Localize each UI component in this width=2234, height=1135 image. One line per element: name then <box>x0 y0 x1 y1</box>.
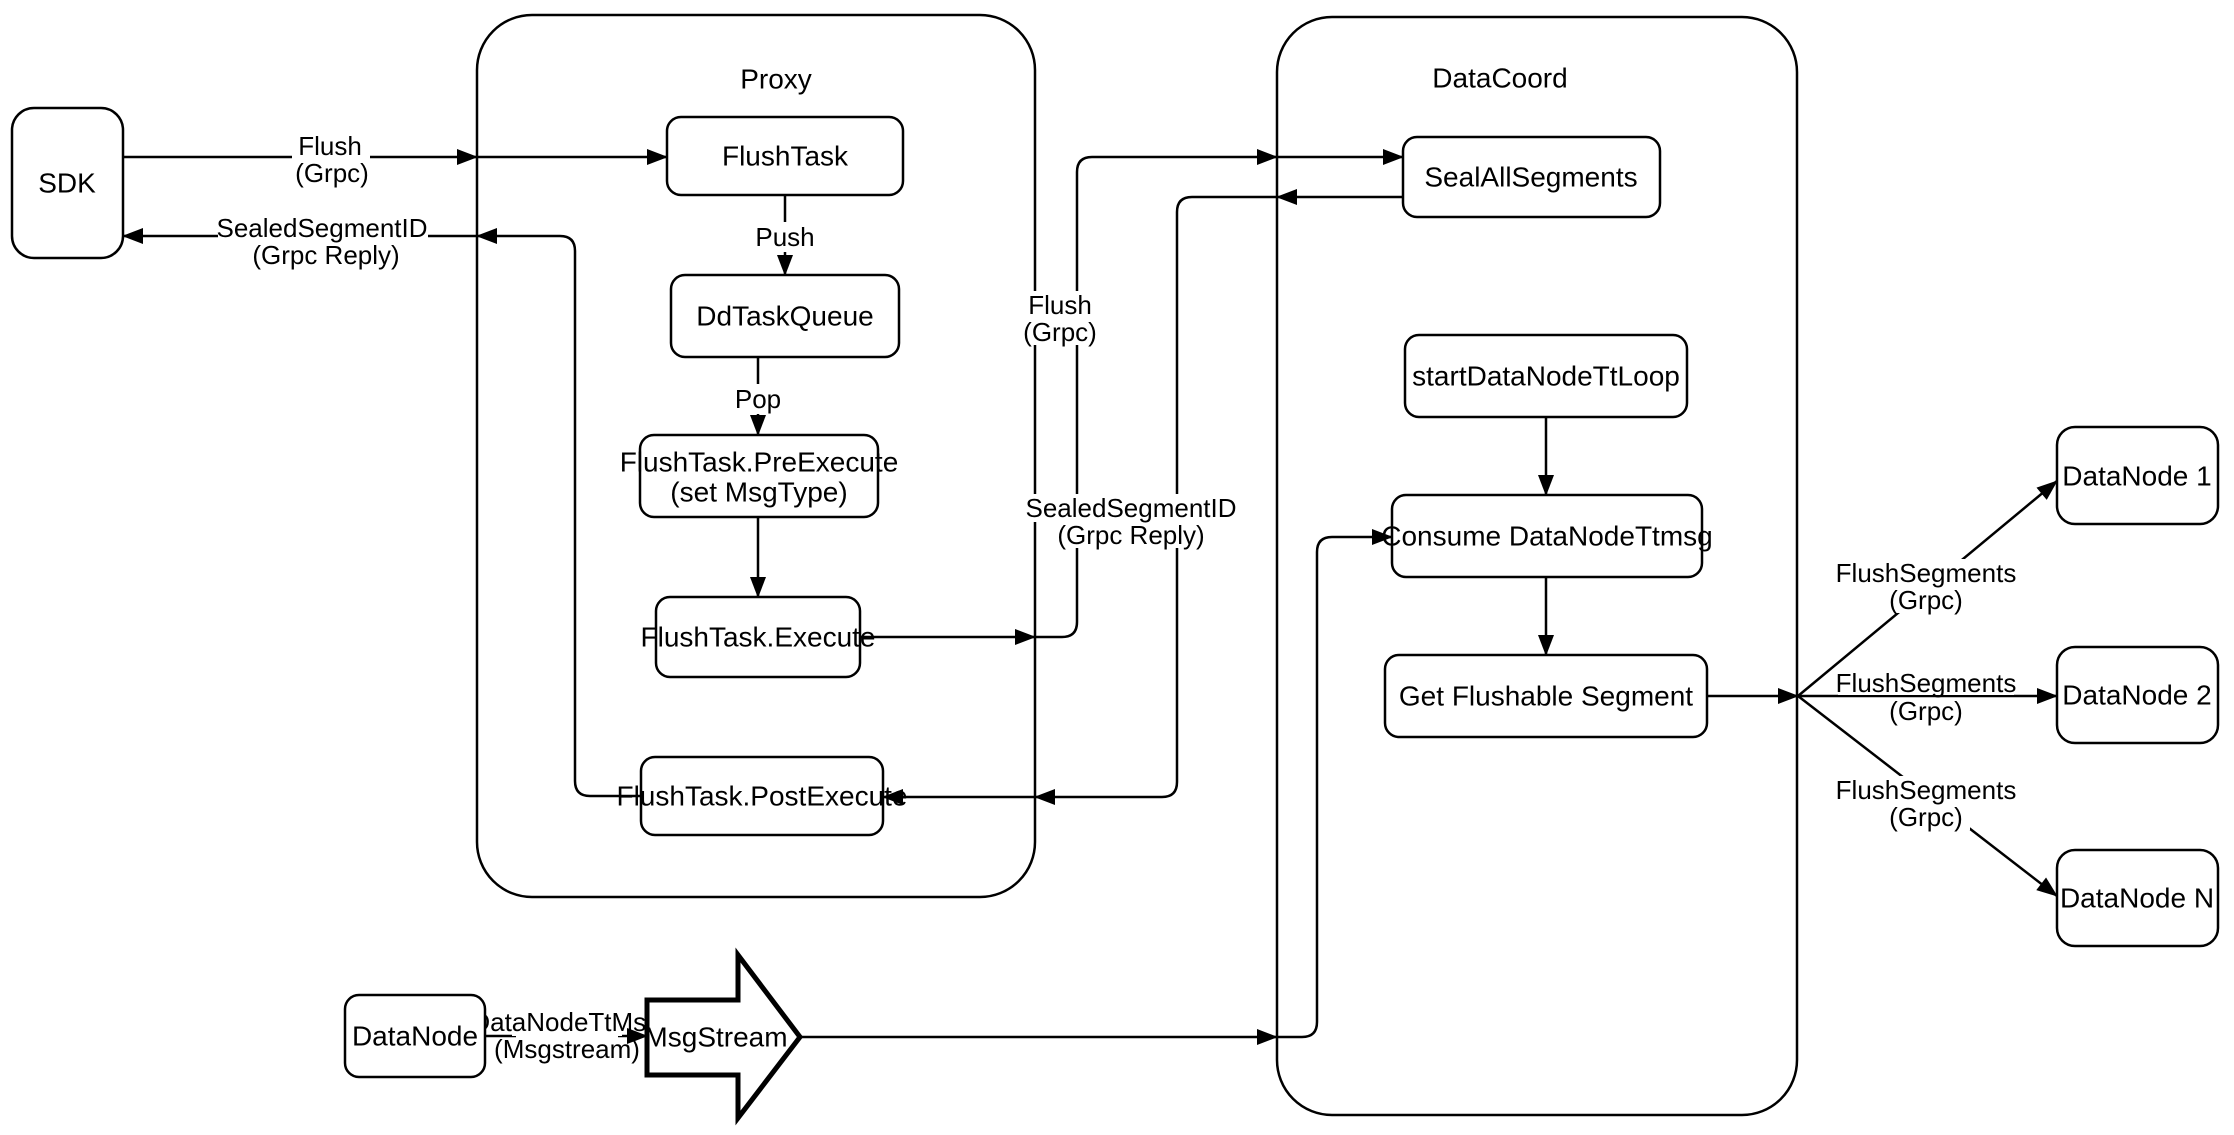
label-bg <box>727 384 789 414</box>
label-bg <box>292 132 370 160</box>
edge-label-grpc-reply-2: (Grpc Reply) <box>1057 520 1204 550</box>
datacoord-title: DataCoord <box>1432 63 1567 94</box>
node-postexecute <box>639 755 885 837</box>
node-datanode-label: DataNode <box>352 1021 478 1052</box>
edge-label-push: Push <box>755 222 814 252</box>
node-sealallsegments <box>1401 135 1662 219</box>
node-execute <box>654 595 862 679</box>
node-datanode1-label: DataNode 1 <box>2062 461 2211 492</box>
node-preexecute-label: FlushTask.PreExecute <box>620 447 899 478</box>
node-datanode2-label: DataNode 2 <box>2062 680 2211 711</box>
edge-label-flush-grpc-2: (Grpc) <box>1023 317 1097 347</box>
edge-label-flush-grpc-2: Flush <box>1028 290 1092 320</box>
node-datanode2 <box>2055 645 2220 745</box>
label-bg <box>516 1036 618 1062</box>
edge-label-flush-grpc: Flush <box>298 131 362 161</box>
msgstream-arrow-shape <box>644 947 804 1126</box>
node-datanode <box>343 993 487 1079</box>
node-sealallsegments-label: SealAllSegments <box>1424 162 1637 193</box>
node-preexecute <box>638 433 880 519</box>
node-preexecute-label2: (set MsgType) <box>670 477 847 508</box>
edge-label-flushsegments-3: FlushSegments <box>1836 775 2017 805</box>
edge-label-pop: Pop <box>735 384 781 414</box>
node-consumedatanodettmsg <box>1390 493 1704 579</box>
node-consumedatanodettmsg-label: Consume DataNodeTtmsg <box>1381 521 1712 552</box>
node-msgstream-label: MsgStream <box>644 1022 787 1053</box>
edge-label-msgstream: (Msgstream) <box>494 1034 640 1064</box>
node-sdk <box>10 106 125 260</box>
edge-into-consume <box>1277 529 1393 1039</box>
node-getflushablesegment-label: Get Flushable Segment <box>1399 681 1693 712</box>
node-sdk-label: SDK <box>38 168 96 199</box>
label-bg <box>1022 291 1100 319</box>
edge-label-datanodettmsg: DataNodeTtMsg <box>471 1007 660 1037</box>
node-ddtaskqueue <box>669 273 901 359</box>
label-bg <box>1884 698 1970 724</box>
edge-label-flush-grpc: (Grpc) <box>295 158 369 188</box>
label-bg <box>218 214 428 242</box>
label-bg <box>290 160 376 186</box>
node-execute-label: FlushTask.Execute <box>641 622 876 653</box>
node-startdatanodettloop-label: startDataNodeTtLoop <box>1412 361 1680 392</box>
node-postexecute-label: FlushTask.PostExecute <box>616 781 907 812</box>
node-ddtaskqueue-label: DdTaskQueue <box>696 301 873 332</box>
edge-label-sealedsegmentid: SealedSegmentID <box>216 213 427 243</box>
node-getflushablesegment <box>1383 653 1709 739</box>
node-datanoden <box>2055 848 2220 948</box>
edge-label-grpc-reply: (Grpc Reply) <box>252 240 399 270</box>
label-bg <box>748 222 822 252</box>
node-flushtask-label: FlushTask <box>722 141 849 172</box>
node-datanoden-label: DataNode N <box>2060 883 2214 914</box>
label-bg <box>1838 559 2014 587</box>
edge-label-flushsegments-2: (Grpc) <box>1889 696 1963 726</box>
label-bg <box>1026 494 1236 522</box>
label-bg <box>1055 522 1207 548</box>
label-bg <box>1884 587 1970 613</box>
label-bg <box>1018 319 1104 345</box>
label-bg <box>250 242 402 268</box>
edge-label-flushsegments-3: (Grpc) <box>1889 802 1963 832</box>
node-datanode1 <box>2055 425 2220 526</box>
edge-label-flushsegments-1: (Grpc) <box>1889 585 1963 615</box>
edge-label-flushsegments-1: FlushSegments <box>1836 558 2017 588</box>
edge-label-sealedsegmentid-2: SealedSegmentID <box>1025 493 1236 523</box>
node-startdatanodettloop <box>1403 333 1689 419</box>
label-bg <box>512 1008 622 1036</box>
node-flushtask <box>665 115 905 197</box>
edge-flush-up-path <box>1035 149 1278 639</box>
label-bg <box>1838 669 2014 695</box>
edge-label-flushsegments-2: FlushSegments <box>1836 668 2017 698</box>
proxy-title: Proxy <box>740 64 812 95</box>
label-bg <box>1838 776 2014 804</box>
label-bg <box>1884 804 1970 830</box>
edge-postexecute-to-proxy-edge <box>476 228 641 798</box>
